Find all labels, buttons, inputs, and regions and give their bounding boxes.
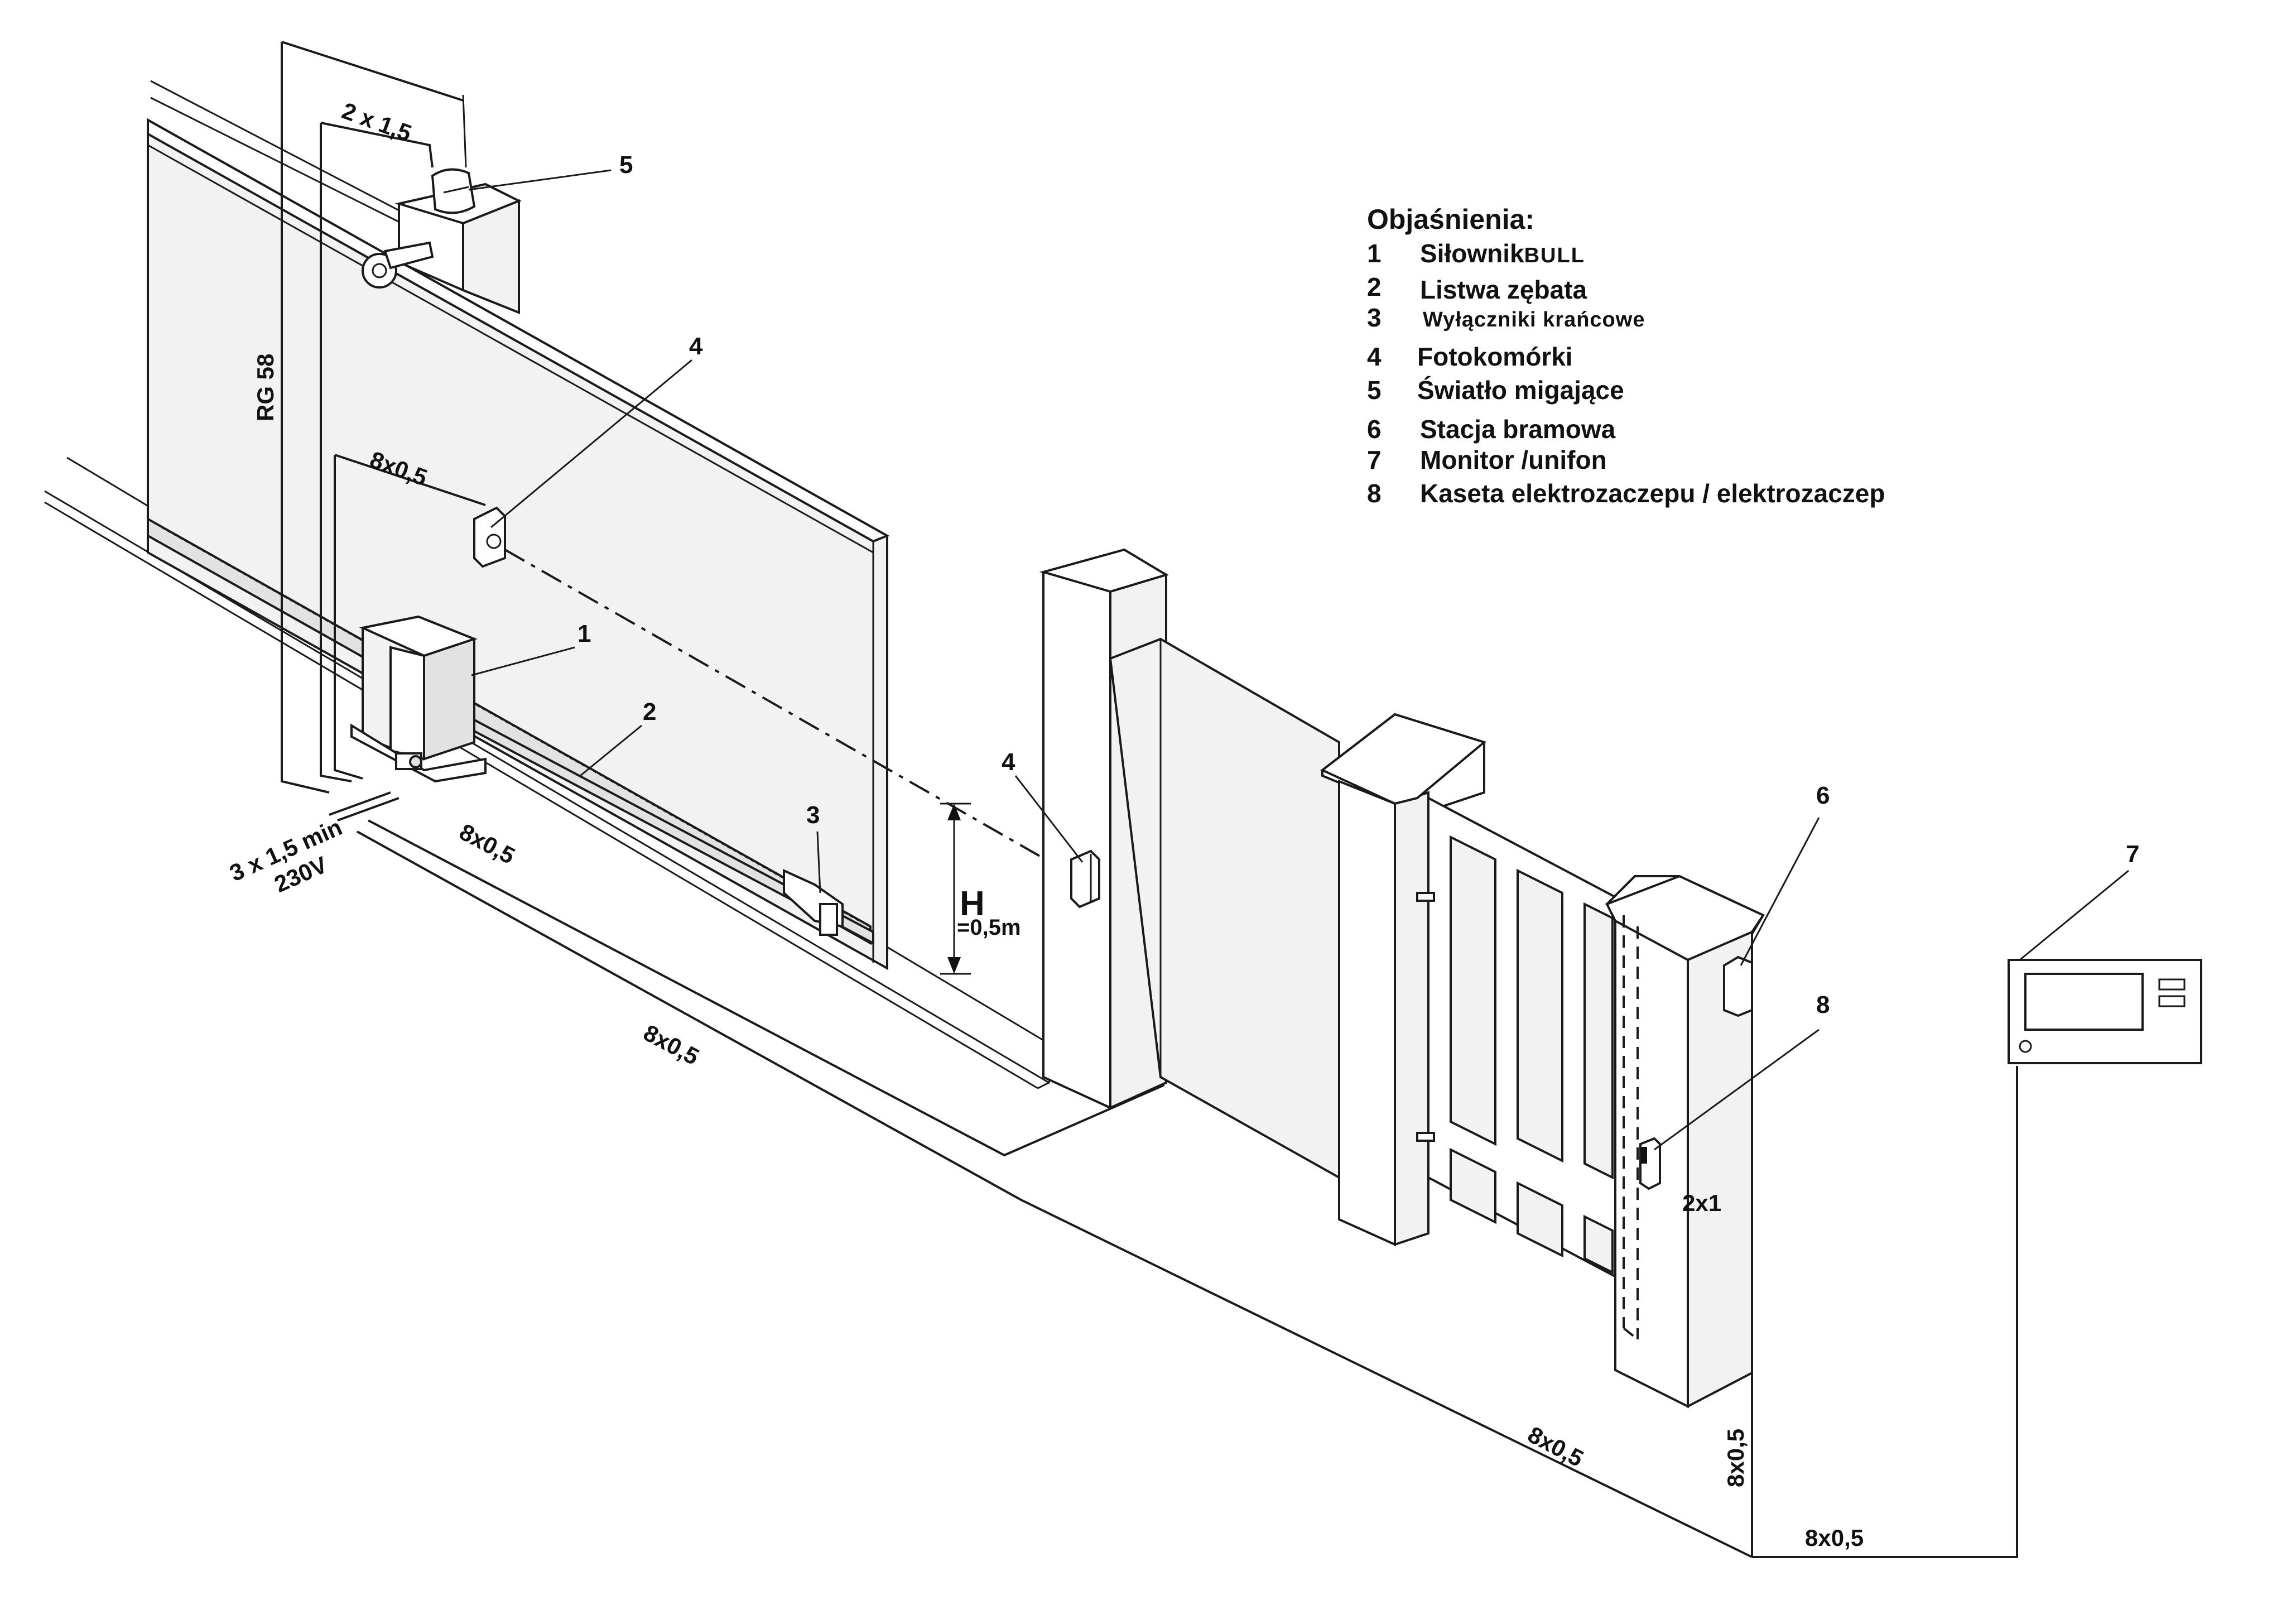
legend-label-2: Listwa zębata bbox=[1420, 275, 1587, 304]
limit-switch bbox=[783, 868, 844, 936]
cable-label-motor-photocell: 8x0,5 bbox=[455, 818, 519, 869]
callout-3: 3 bbox=[806, 801, 820, 829]
electric-lock-icon bbox=[1639, 1137, 1661, 1190]
legend-num-8: 8 bbox=[1367, 479, 1382, 508]
fence-wall bbox=[1109, 637, 1340, 1180]
callout-leaders bbox=[468, 169, 2129, 1151]
wicket-gate bbox=[1416, 796, 1619, 1280]
monitor-unit bbox=[2008, 959, 2202, 1064]
cable-label-to-wicket: 8x0,5 bbox=[1524, 1421, 1588, 1472]
callout-5: 5 bbox=[619, 151, 633, 179]
callout-4a: 4 bbox=[689, 333, 703, 360]
legend-num-3: 3 bbox=[1367, 303, 1382, 332]
legend: Objaśnienia: 1 SiłownikBULL 2 Listwa zęb… bbox=[1367, 204, 1885, 508]
height-symbol: H bbox=[960, 885, 985, 923]
gate-motor bbox=[350, 615, 487, 783]
legend-title: Objaśnienia: bbox=[1367, 204, 1534, 235]
legend-num-6: 6 bbox=[1367, 415, 1382, 444]
legend-num-7: 7 bbox=[1367, 445, 1382, 474]
legend-num-2: 2 bbox=[1367, 272, 1382, 301]
cable-label-post-vertical: 8x0,5 bbox=[1722, 1429, 1749, 1487]
wicket-post-2 bbox=[1605, 875, 1765, 1409]
callout-7: 7 bbox=[2126, 840, 2139, 868]
callout-2: 2 bbox=[643, 698, 656, 725]
legend-label-4: Fotokomórki bbox=[1417, 342, 1573, 371]
legend-label-7: Monitor /unifon bbox=[1420, 445, 1607, 474]
legend-label-3: Wyłączniki krańcowe bbox=[1423, 308, 1645, 331]
callout-6: 6 bbox=[1816, 782, 1830, 809]
height-dimension: H =0,5m bbox=[940, 803, 1021, 975]
cable-label-lamp: 2 x 1,5 bbox=[339, 97, 415, 146]
legend-label-8: Kaseta elektrozaczepu / elektrozaczep bbox=[1420, 479, 1885, 508]
callout-1: 1 bbox=[577, 620, 591, 647]
cable-label-lock: 2x1 bbox=[1682, 1190, 1721, 1216]
gate-station-icon bbox=[1723, 955, 1753, 1017]
height-value: =0,5m bbox=[957, 915, 1021, 940]
legend-num-5: 5 bbox=[1367, 376, 1382, 405]
photocell-beam bbox=[504, 549, 1080, 880]
legend-num-4: 4 bbox=[1367, 342, 1382, 371]
flashing-lamp-icon bbox=[431, 94, 476, 214]
callout-8: 8 bbox=[1816, 991, 1830, 1018]
gear-rack bbox=[473, 718, 874, 945]
legend-label-6: Stacja bramowa bbox=[1420, 415, 1616, 444]
callout-4b: 4 bbox=[1002, 748, 1015, 776]
legend-num-1: 1 bbox=[1367, 239, 1382, 268]
limit-pulley-icon bbox=[362, 241, 434, 289]
photocell-post bbox=[1070, 849, 1100, 909]
cable-label-to-monitor: 8x0,5 bbox=[1805, 1525, 1864, 1551]
wicket-post-1 bbox=[1320, 713, 1487, 1247]
photocell-gate bbox=[473, 506, 506, 568]
cable-label-antenna: RG 58 bbox=[252, 354, 278, 421]
cable-label-motor-post: 8x0,5 bbox=[639, 1019, 704, 1070]
lamp-post bbox=[362, 94, 522, 314]
legend-label-5: Światło migające bbox=[1417, 376, 1624, 405]
legend-label-1: SiłownikBULL bbox=[1420, 239, 1585, 268]
